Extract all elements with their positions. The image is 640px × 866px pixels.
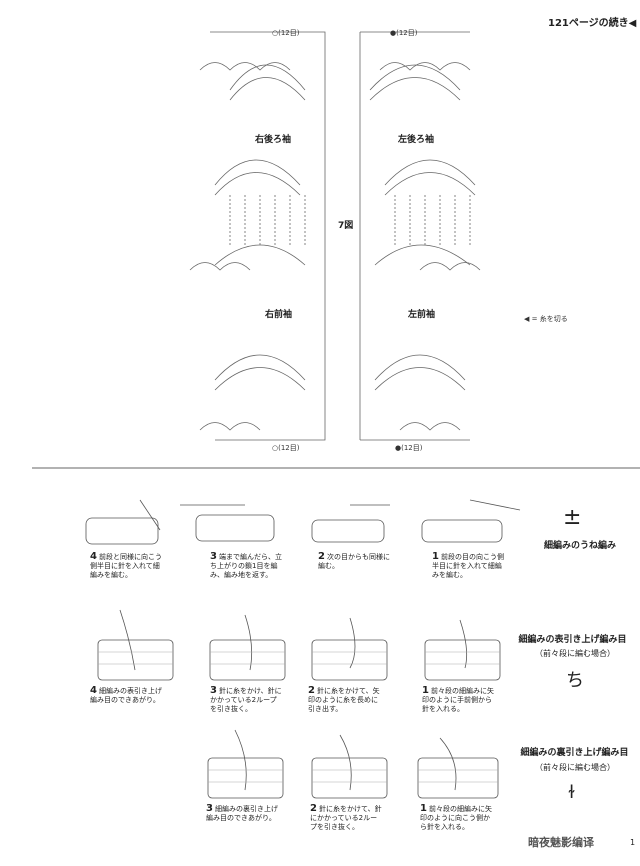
right-back-sleeve-label: 右後ろ袖 [255, 135, 292, 145]
cut-yarn-legend: ◀ = 糸を切る [524, 315, 568, 323]
left-back-sleeve-label: 左後ろ袖 [398, 135, 435, 145]
continue-note: 121ページの続き◀ [548, 18, 637, 29]
watermark: 暗夜魅影编译 [528, 836, 594, 849]
bottom-right-count: ●(12目) [395, 444, 423, 452]
bottom-left-count: ○(12目) [272, 444, 300, 452]
stitch-symbol: ち [566, 670, 584, 691]
stitch-title: 細編みの表引き上げ編み目 [518, 635, 627, 645]
left-front-sleeve-label: 左前袖 [408, 310, 436, 320]
stitch-subtitle: （前々段に編む場合） [535, 649, 615, 658]
page-number: 1 [630, 838, 636, 847]
stitch-symbol: ɫ [568, 782, 576, 803]
top-right-count: ●(12目) [390, 29, 418, 37]
top-left-count: ○(12目) [272, 29, 300, 37]
figure-label: 7図 [338, 221, 354, 231]
stitch-title: 細編みのうね編み [543, 541, 616, 551]
stitch-title: 細編みの裏引き上げ編み目 [520, 748, 629, 758]
right-front-sleeve-label: 右前袖 [265, 310, 293, 320]
stitch-symbol: ± [563, 505, 582, 530]
crochet-chart-drawing [32, 31, 640, 469]
stitch-subtitle: （前々段に編む場合） [535, 763, 615, 772]
